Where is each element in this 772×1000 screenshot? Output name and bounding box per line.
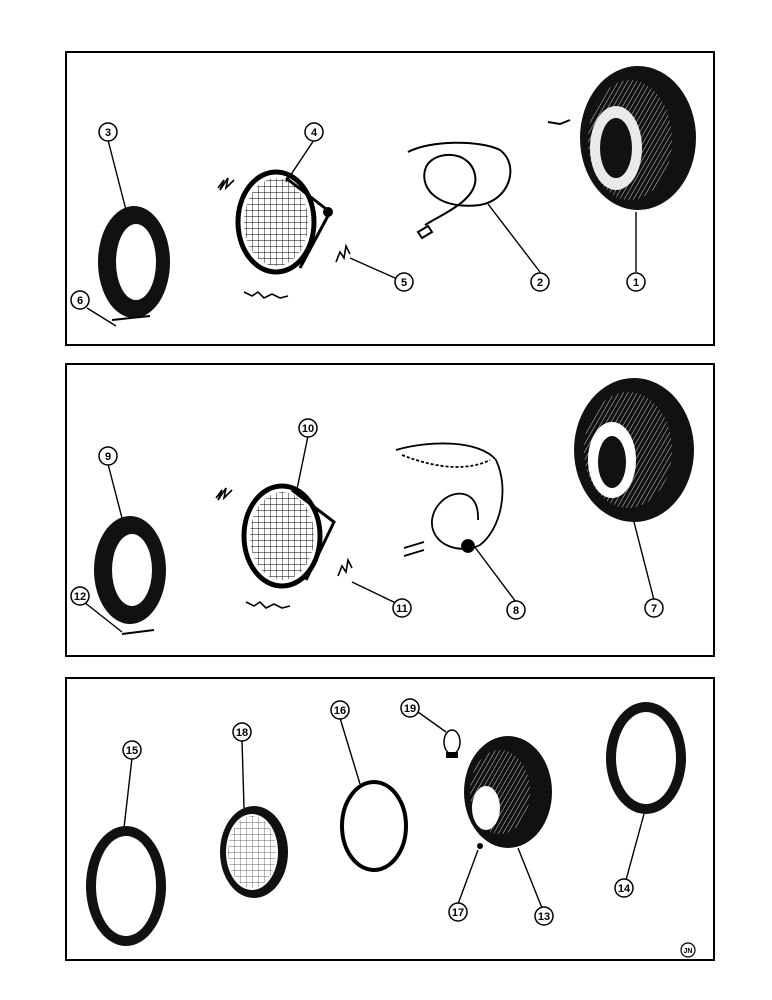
callout-11: 11 [392, 598, 412, 618]
callout-17: 17 [448, 902, 468, 922]
sealed-beam-10 [241, 483, 336, 589]
svg-text:1: 1 [633, 277, 639, 289]
svg-text:12: 12 [74, 591, 86, 603]
callout-13: 13 [534, 906, 554, 926]
svg-text:2: 2 [537, 277, 543, 289]
retainer-springs-11 [215, 487, 353, 609]
leader-lines-middle [83, 435, 655, 633]
panel-top-frame [65, 51, 715, 346]
callout-10: 10 [298, 418, 318, 438]
housing-13 [464, 736, 552, 848]
drafter-initials-mark: JN [680, 942, 696, 958]
callout-5: 5 [394, 272, 414, 292]
callout-1: 1 [626, 272, 646, 292]
svg-text:13: 13 [538, 911, 550, 923]
callout-2: 2 [530, 272, 550, 292]
wire-harness-8 [395, 442, 504, 557]
leader-lines-top [86, 139, 637, 327]
trim-ring-9 [94, 516, 166, 635]
leader-lines-bottom [123, 711, 645, 909]
svg-text:10: 10 [302, 423, 314, 435]
svg-text:7: 7 [651, 603, 657, 615]
trim-ring-3 [98, 206, 170, 321]
callout-14: 14 [614, 878, 634, 898]
headlamp-housing-1 [547, 66, 696, 210]
gasket-16 [340, 780, 408, 872]
gasket-14 [606, 702, 686, 814]
headlamp-housing-7 [574, 378, 694, 522]
sealed-beam-4 [235, 169, 333, 275]
svg-text:8: 8 [513, 605, 519, 617]
svg-text:16: 16 [334, 705, 346, 717]
callout-7: 7 [644, 598, 664, 618]
callout-9: 9 [98, 446, 118, 466]
lens-18 [220, 806, 288, 898]
callout-12: 12 [70, 586, 90, 606]
svg-text:14: 14 [618, 883, 631, 895]
svg-text:19: 19 [404, 703, 416, 715]
callout-4: 4 [304, 122, 324, 142]
svg-text:9: 9 [105, 451, 111, 463]
screw-17 [477, 843, 483, 849]
svg-text:3: 3 [105, 127, 111, 139]
svg-text:18: 18 [236, 727, 248, 739]
svg-text:15: 15 [126, 745, 138, 757]
svg-text:5: 5 [401, 277, 407, 289]
panel-bottom-frame [65, 677, 715, 961]
svg-text:6: 6 [77, 295, 83, 307]
svg-text:11: 11 [396, 603, 408, 615]
callout-6: 6 [70, 290, 90, 310]
panel-middle-frame [65, 363, 715, 657]
wire-harness-2 [407, 141, 512, 240]
svg-text:JN: JN [684, 948, 693, 955]
trim-ring-15 [86, 826, 166, 946]
callout-19: 19 [400, 698, 420, 718]
callout-8: 8 [506, 600, 526, 620]
retainer-springs-5 [217, 177, 351, 299]
bulb-19 [443, 729, 461, 758]
callout-3: 3 [98, 122, 118, 142]
svg-text:17: 17 [452, 907, 464, 919]
callout-16: 16 [330, 700, 350, 720]
svg-text:4: 4 [311, 127, 318, 139]
callout-15: 15 [122, 740, 142, 760]
callout-18: 18 [232, 722, 252, 742]
